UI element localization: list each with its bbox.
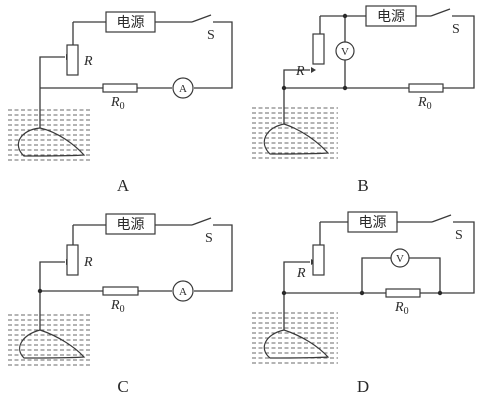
water-a — [8, 109, 92, 161]
resistor-label: R0 — [417, 95, 432, 112]
rheostat-d — [312, 244, 325, 276]
power-source-label: 电源 — [377, 9, 405, 25]
float-c — [19, 329, 86, 359]
resistor-label: R0 — [110, 298, 125, 315]
resistor-label: R0 — [110, 95, 125, 112]
circuit-a: 电源 A R R0 S A — [8, 11, 233, 195]
resistor-label: R0 — [394, 300, 409, 317]
rheostat-label: R — [83, 54, 93, 69]
ammeter-a — [172, 77, 194, 99]
option-caption-b: B — [357, 176, 368, 195]
option-caption-a: A — [117, 176, 130, 195]
rheostat-label: R — [83, 255, 93, 270]
power-source-label: 电源 — [359, 215, 387, 231]
ammeter-symbol: A — [179, 83, 187, 95]
power-source-label: 电源 — [117, 15, 145, 31]
option-caption-d: D — [357, 377, 369, 396]
power-source-label: 电源 — [117, 217, 145, 233]
power-source-c — [105, 213, 156, 235]
voltmeter-symbol: V — [396, 253, 404, 265]
ammeter-c — [172, 280, 194, 302]
float-d — [263, 329, 330, 359]
rheostat-label: R — [295, 64, 305, 79]
resistor-r0-b — [408, 83, 444, 93]
ammeter-symbol: A — [179, 286, 187, 298]
rheostat-b — [312, 33, 325, 65]
float-b — [263, 123, 330, 155]
switch-label: S — [455, 228, 463, 243]
switch-label: S — [207, 28, 215, 43]
rheostat-c — [66, 244, 79, 276]
voltmeter-b — [335, 41, 355, 61]
voltmeter-symbol: V — [341, 46, 349, 58]
power-source-b — [365, 5, 417, 27]
circuit-c: 电源 A R R0 S C — [8, 213, 233, 396]
resistor-r0-a — [102, 83, 138, 93]
water-c — [8, 314, 92, 366]
resistor-r0-d — [385, 288, 421, 298]
water-d — [252, 312, 338, 364]
circuit-b: 电源 V R R0 S B — [252, 5, 475, 195]
voltmeter-d — [390, 248, 410, 268]
switch-label: S — [452, 22, 460, 37]
option-caption-c: C — [117, 377, 128, 396]
circuit-d: 电源 V R R0 S D — [252, 211, 475, 396]
power-source-a — [105, 11, 156, 33]
rheostat-a — [66, 44, 79, 76]
resistor-r0-c — [102, 286, 139, 296]
switch-label: S — [205, 231, 213, 246]
float-a — [17, 127, 86, 157]
power-source-d — [347, 211, 398, 233]
rheostat-label: R — [296, 266, 306, 281]
